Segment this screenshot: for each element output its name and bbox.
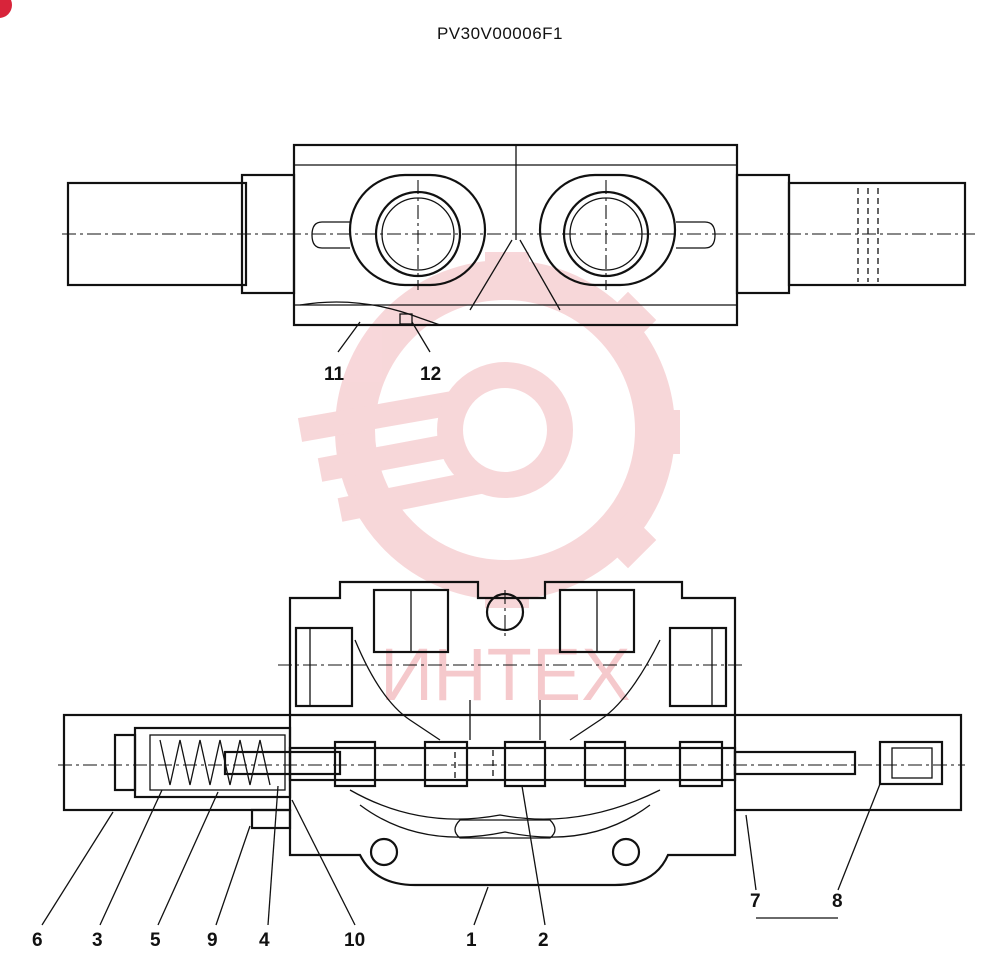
callout-12: 12 <box>420 364 441 385</box>
top-view <box>62 143 975 353</box>
drawing-code: PV30V00006F1 <box>436 24 564 43</box>
callout-10: 10 <box>344 930 365 951</box>
callout-2: 2 <box>538 930 549 951</box>
callout-6: 6 <box>32 930 43 951</box>
callout-9: 9 <box>207 930 218 951</box>
callout-1: 1 <box>466 930 477 951</box>
section-view <box>41 580 965 926</box>
watermark-text: ИНТЕХ <box>380 633 631 716</box>
watermark-logo <box>297 252 680 608</box>
callout-11: 11 <box>324 364 345 385</box>
callout-5: 5 <box>150 930 161 951</box>
callout-3: 3 <box>92 930 103 951</box>
callout-4: 4 <box>259 930 270 951</box>
callout-7: 7 <box>750 891 761 912</box>
callout-8: 8 <box>832 891 843 912</box>
